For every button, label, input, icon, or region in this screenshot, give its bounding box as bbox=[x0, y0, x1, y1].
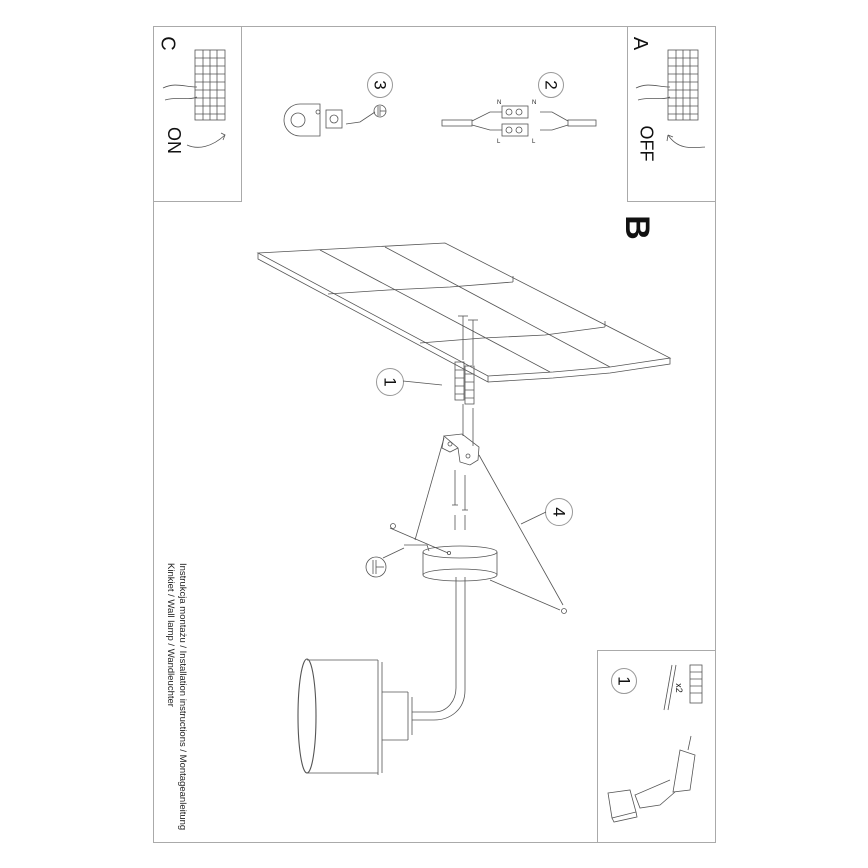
main-frame bbox=[153, 26, 716, 843]
ground-terminal-icon bbox=[283, 103, 387, 137]
step-3-callout: 3 bbox=[367, 72, 393, 98]
ceiling-illustration bbox=[256, 242, 672, 383]
guide-lines bbox=[389, 437, 564, 611]
terminal-block-icon bbox=[441, 105, 597, 137]
terminal-label-l-left: L bbox=[497, 139, 501, 145]
step-2-callout: 2 bbox=[538, 72, 564, 98]
breaker-panel-c-icon bbox=[162, 49, 226, 148]
step-1-box-callout: 1 bbox=[611, 668, 637, 694]
step-4-callout: 4 bbox=[545, 498, 573, 526]
panel-c-frame bbox=[153, 26, 242, 202]
mounting-bracket-icon bbox=[441, 404, 480, 466]
screws-icon bbox=[452, 470, 468, 530]
panel-step1-frame bbox=[597, 650, 716, 843]
lamp-illustration bbox=[297, 577, 466, 775]
terminal-label-n-left: N bbox=[497, 100, 501, 106]
panel-a-frame bbox=[627, 26, 716, 202]
canopy-icon bbox=[365, 523, 567, 614]
drill-icon bbox=[607, 735, 696, 823]
terminal-label-n-right: N bbox=[532, 100, 536, 106]
terminal-label-l-right: L bbox=[532, 139, 536, 145]
wall-plugs-icon bbox=[402, 315, 478, 405]
screw-and-plug-icon bbox=[663, 664, 703, 711]
breaker-panel-a-icon bbox=[635, 49, 706, 149]
step-1-callout: 1 bbox=[376, 368, 404, 396]
